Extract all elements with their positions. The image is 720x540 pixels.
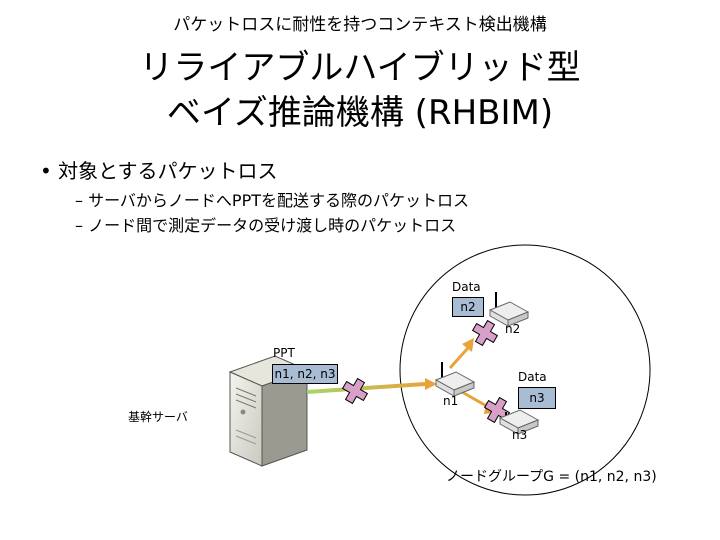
node-label-n1: n1 bbox=[443, 394, 459, 408]
page-title-line1: リライアブルハイブリッド型 bbox=[139, 48, 581, 88]
data-packet-box-n3: n3 bbox=[518, 387, 556, 409]
data-packet-box-n2: n2 bbox=[452, 297, 484, 317]
server-label: 基幹サーバ bbox=[128, 410, 188, 424]
ppt-label: PPT bbox=[273, 346, 295, 360]
sensor-node-n2-icon bbox=[488, 292, 530, 327]
sensor-node-n3-icon bbox=[498, 409, 540, 435]
sensor-node-n1-icon bbox=[434, 362, 476, 397]
bullet-sub-1: – サーバからノードへPPTを配送する際のパケットロス bbox=[75, 191, 469, 210]
ppt-packet-box: n1, n2, n3 bbox=[272, 364, 338, 384]
bullet-main: • 対象とするパケットロス bbox=[40, 159, 278, 183]
packet-loss-cross-icon bbox=[471, 319, 499, 347]
data-label-right: Data bbox=[518, 370, 547, 384]
ppt-arrow bbox=[306, 378, 437, 394]
server-icon bbox=[228, 355, 309, 467]
data-label-top: Data bbox=[452, 280, 481, 294]
arrow-to-n2 bbox=[448, 338, 474, 370]
bullet-sub-2: – ノード間で測定データの受け渡し時のパケットロス bbox=[75, 216, 457, 235]
packet-loss-cross-icon bbox=[341, 377, 369, 405]
node-group-label: ノードグループG = (n1, n2, n3) bbox=[446, 469, 657, 485]
node-label-n3: n3 bbox=[512, 428, 528, 442]
page-title-line2: ベイズ推論機構 (RHBIM) bbox=[166, 93, 554, 133]
node-group-circle bbox=[399, 244, 651, 496]
node-label-n2: n2 bbox=[505, 322, 521, 336]
subtitle: パケットロスに耐性を持つコンテキスト検出機構 bbox=[173, 15, 547, 35]
